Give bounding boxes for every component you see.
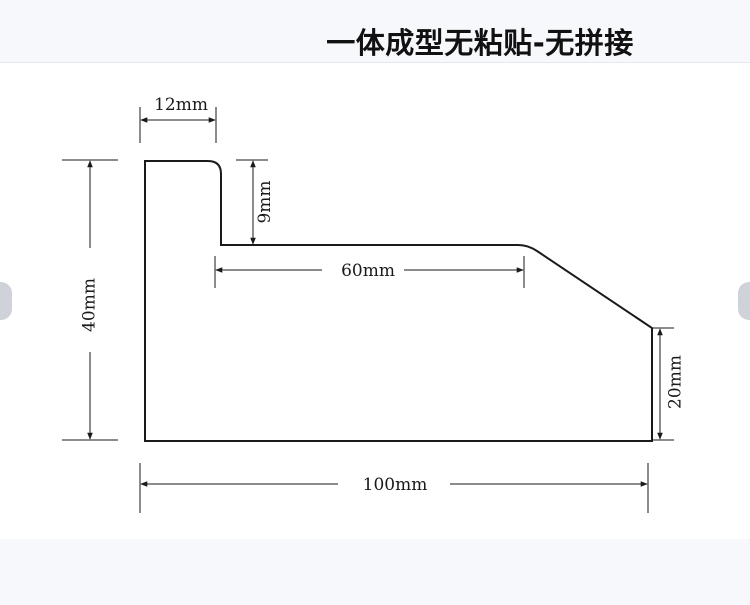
- dimension-middle-length: 60mm: [214, 256, 525, 288]
- dimension-total-height: 40mm: [62, 159, 118, 441]
- dimension-step-height: 9mm: [236, 159, 275, 245]
- page-title: 一体成型无粘贴-无拼接: [326, 26, 634, 60]
- label-total-height: 40mm: [80, 278, 100, 332]
- next-arrow-button[interactable]: [738, 282, 750, 320]
- dimension-total-width: 100mm: [139, 463, 649, 513]
- label-middle-length: 60mm: [341, 261, 395, 281]
- profile-outline: [144, 160, 653, 442]
- dimension-top-width: 12mm: [139, 95, 217, 143]
- dimension-right-height: 20mm: [652, 327, 686, 441]
- footer-band: [0, 539, 750, 605]
- header-band: [0, 0, 750, 62]
- diagram-stage: [0, 62, 750, 540]
- label-total-width: 100mm: [363, 475, 428, 495]
- label-step-height: 9mm: [255, 180, 275, 223]
- label-top-width: 12mm: [154, 95, 208, 115]
- label-right-height: 20mm: [666, 355, 686, 409]
- previous-arrow-button[interactable]: [0, 282, 12, 320]
